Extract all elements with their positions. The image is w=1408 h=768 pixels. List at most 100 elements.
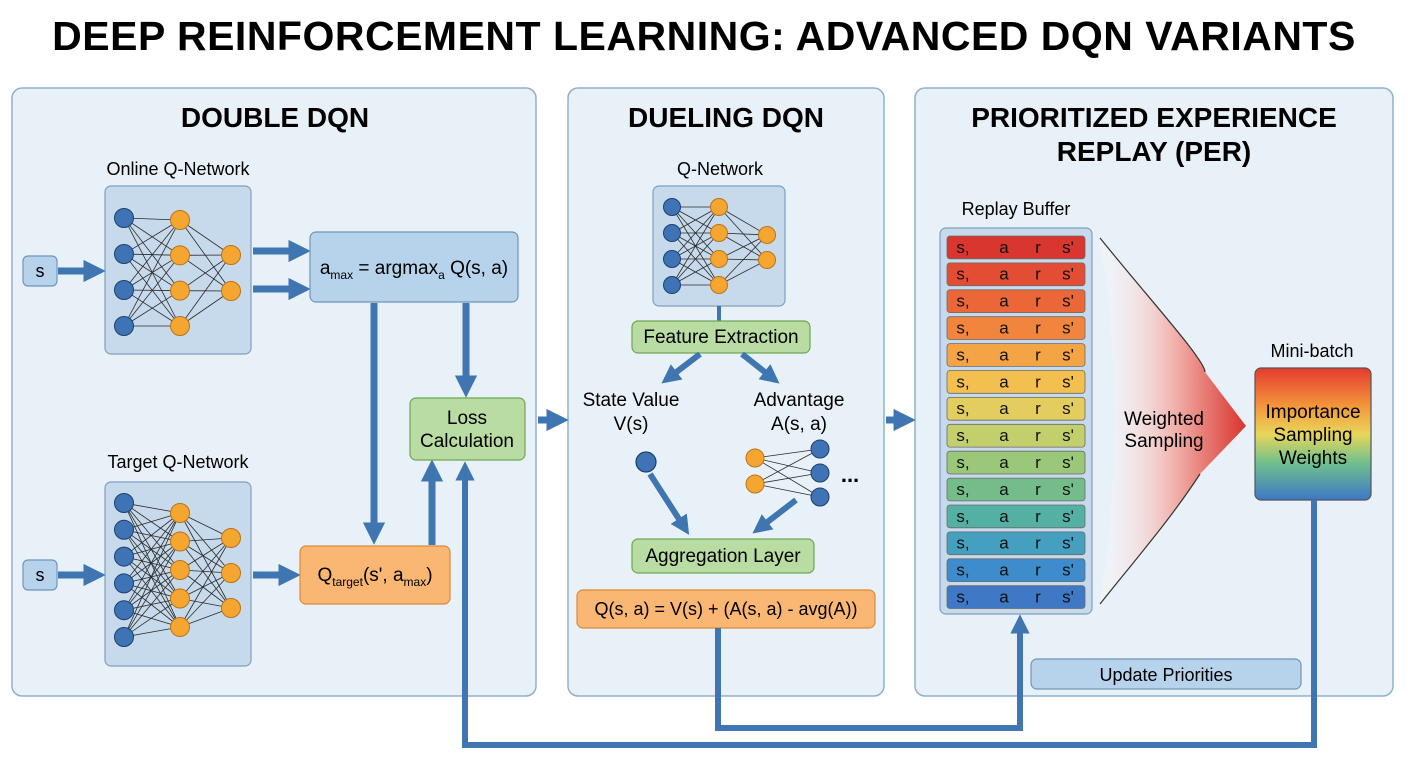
target-net-node <box>114 627 134 647</box>
buffer-cell-s: s, <box>956 588 969 607</box>
buffer-row-bg <box>946 558 1086 582</box>
buffer-cell-r: r <box>1035 534 1041 553</box>
dueling-net-edge <box>671 206 720 260</box>
online-net-edge <box>123 290 181 327</box>
buffer-cell-r: r <box>1035 507 1041 526</box>
online-net-node <box>114 208 134 228</box>
buffer-cell-s2: s' <box>1062 319 1074 338</box>
buffer-cell-a: a <box>999 507 1009 526</box>
dueling-net-node <box>710 224 728 242</box>
buffer-row: s, a r s' <box>946 316 1086 340</box>
buffer-cell-s2: s' <box>1062 372 1074 391</box>
target-net-edge <box>179 537 232 628</box>
loss-label-line1: Loss <box>447 408 487 429</box>
target-net-node <box>114 546 134 567</box>
feature-extraction-box <box>631 320 811 354</box>
buffer-cell-r: r <box>1035 372 1041 391</box>
online-network-label: Online Q-Network <box>106 159 250 179</box>
buffer-cell-a: a <box>999 480 1009 499</box>
online-net-edge <box>123 255 181 327</box>
dueling-network-label: Q-Network <box>677 159 764 179</box>
advantage-net-edge <box>754 483 821 498</box>
target-net-edge <box>123 502 181 542</box>
buffer-cell-r: r <box>1035 265 1041 284</box>
target-net-node <box>170 560 190 580</box>
buffer-row-bg <box>946 423 1086 448</box>
buffer-cell-s2: s' <box>1062 453 1074 472</box>
online-net-edge <box>123 219 181 291</box>
online-net-edge <box>179 254 232 327</box>
advantage-to-aggregation-arrow <box>752 497 798 534</box>
buffer-cell-a: a <box>999 534 1009 553</box>
online-net-node <box>114 244 134 264</box>
target-net-edge <box>179 569 232 609</box>
online-net-edge <box>123 219 181 255</box>
target-net-edge <box>179 572 232 628</box>
target-net-edge <box>179 512 232 574</box>
buffer-cell-a: a <box>999 292 1009 311</box>
buffer-row-bg <box>946 585 1086 609</box>
feature-extraction-label: Feature Extraction <box>643 327 798 348</box>
dueling-net-edge <box>671 232 720 286</box>
online-net-node <box>170 316 190 336</box>
buffer-cell-s2: s' <box>1062 588 1074 607</box>
target-net-node <box>170 503 190 523</box>
buffer-cell-s2: s' <box>1062 561 1074 580</box>
target-net-edge <box>123 512 181 557</box>
buffer-cell-r: r <box>1035 480 1041 499</box>
value-to-aggregation-arrow <box>647 472 690 535</box>
state-value-label-line2: V(s) <box>614 414 649 435</box>
dueling-net-node <box>710 198 728 216</box>
feature-to-advantage-arrow <box>740 351 780 384</box>
buffer-cell-a: a <box>999 238 1009 257</box>
buffer-row-bg <box>946 477 1086 502</box>
online-net-node <box>221 245 241 265</box>
buffer-cell-a: a <box>999 453 1009 472</box>
buffer-cell-s: s, <box>956 453 969 472</box>
target-net-node <box>170 617 190 637</box>
online-net-edge <box>179 254 232 291</box>
target-state-input <box>22 559 58 591</box>
state-value-label-line1: State Value <box>583 390 680 411</box>
buffer-cell-s2: s' <box>1062 265 1074 284</box>
advantage-net-edge <box>754 448 821 485</box>
target-net-edge <box>123 541 181 638</box>
buffer-cell-r: r <box>1035 319 1041 338</box>
buffer-cell-r: r <box>1035 453 1041 472</box>
buffer-row-bg <box>946 343 1086 367</box>
target-net-edge <box>123 598 181 638</box>
isw-label-line3: Weights <box>1279 448 1347 469</box>
target-net-edge <box>123 556 181 628</box>
target-net-node <box>114 493 134 513</box>
target-net-edge <box>123 556 181 599</box>
buffer-row: s, a r s' <box>946 450 1086 475</box>
buffer-cell-s2: s' <box>1062 480 1074 499</box>
buffer-cell-a: a <box>999 319 1009 338</box>
dueling-net-node <box>710 250 728 268</box>
online-net-edge <box>179 219 232 256</box>
weighted-sampling-label-line1: Weighted <box>1124 409 1204 430</box>
isw-label-line1: Importance <box>1265 402 1360 423</box>
double-dqn-title: DOUBLE DQN <box>181 102 369 133</box>
buffer-cell-s: s, <box>956 319 969 338</box>
target-net-edge <box>123 512 181 638</box>
feature-to-value-arrow <box>661 351 702 384</box>
buffer-cell-r: r <box>1035 292 1041 311</box>
dueling-net-edge <box>671 206 720 286</box>
advantage-net-edge <box>754 457 821 498</box>
buffer-row-bg <box>946 504 1086 529</box>
dueling-net-node <box>710 276 728 294</box>
buffer-cell-s: s, <box>956 345 969 364</box>
buffer-row-bg <box>946 262 1086 287</box>
target-net-node <box>221 528 241 548</box>
dueling-net-node <box>663 224 681 242</box>
